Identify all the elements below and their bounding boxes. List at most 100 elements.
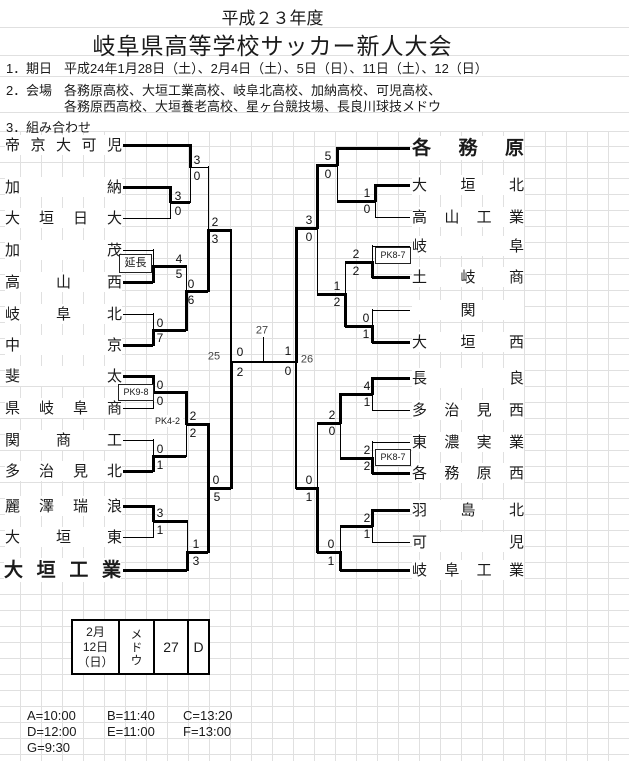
match-score: 3 bbox=[156, 506, 164, 520]
team-name-char: 良 bbox=[508, 369, 524, 387]
bracket-line bbox=[151, 455, 155, 472]
match-score: 1 bbox=[333, 279, 341, 293]
team-name-char: 西 bbox=[508, 464, 524, 482]
bracket-line bbox=[152, 439, 154, 457]
match-number-label: 27 bbox=[255, 324, 269, 337]
bracket-line bbox=[186, 520, 188, 553]
match-score: 0 bbox=[193, 169, 201, 183]
kickoff-time-item: G=9:30 bbox=[27, 740, 71, 755]
team-name-char: 瑞 bbox=[72, 497, 88, 515]
result-annotation: PK8-7 bbox=[375, 449, 411, 466]
match-score: 4 bbox=[175, 252, 183, 266]
bracket-line bbox=[340, 392, 372, 396]
bracket-line bbox=[152, 249, 154, 267]
bracket-line bbox=[208, 486, 231, 490]
team-name-char: 岐 bbox=[460, 268, 476, 286]
bracket-line bbox=[230, 229, 232, 363]
bracket-line bbox=[315, 487, 319, 553]
match-score: 1 bbox=[305, 490, 313, 504]
match-score: 0 bbox=[156, 378, 164, 392]
bracket-line bbox=[370, 377, 374, 395]
team-name-char: 東 bbox=[412, 433, 428, 451]
team-name-char: 浪 bbox=[106, 497, 122, 515]
team-line bbox=[372, 441, 410, 443]
team-name-char: 阜 bbox=[55, 305, 71, 323]
match-score: 5 bbox=[324, 149, 332, 163]
match-score: 1 bbox=[284, 344, 292, 358]
bracket-line bbox=[151, 505, 155, 522]
team-name-char: 業 bbox=[508, 208, 524, 226]
bracket-line bbox=[316, 422, 318, 489]
match-score: 3 bbox=[192, 554, 200, 568]
final-date-cell: 2月 12日 （日） bbox=[73, 621, 118, 673]
team-name-char: 東 bbox=[106, 528, 122, 546]
team-name-char: 各 bbox=[412, 137, 432, 159]
team-line bbox=[123, 568, 187, 572]
team-name: 加納 bbox=[5, 177, 122, 197]
team-name-char: 北 bbox=[508, 501, 524, 519]
final-match-table: 2月 12日 （日） メドウ 27 D bbox=[71, 619, 210, 675]
team-name-char: 納 bbox=[106, 178, 122, 196]
team-name: 帝京大可児 bbox=[5, 135, 122, 155]
team-name-char: 大 bbox=[412, 333, 428, 351]
team-name-char: 業 bbox=[508, 433, 524, 451]
team-name-char: 大 bbox=[5, 528, 21, 546]
team-name-char: 岐 bbox=[412, 237, 428, 255]
bracket-line bbox=[207, 166, 209, 231]
date-text: 平成24年1月28日（土）、2月4日（土）、5日（日）、11日（土）、12（日） bbox=[64, 61, 488, 76]
bracket-line bbox=[184, 391, 188, 425]
match-score: 0 bbox=[156, 394, 164, 408]
team-name-char: 斐 bbox=[5, 367, 21, 385]
venues-line-1: 各務原高校、大垣工業高校、岐阜北高校、加納高校、可児高校、 bbox=[64, 83, 442, 98]
match-score: 0 bbox=[236, 345, 244, 359]
team-name-char: 北 bbox=[106, 305, 122, 323]
bracket-line bbox=[153, 454, 186, 458]
bracket-line bbox=[338, 393, 342, 424]
bracket-line bbox=[229, 361, 233, 489]
header-rule bbox=[0, 27, 629, 28]
team-name: 大垣西 bbox=[412, 332, 524, 352]
team-name-char: 岐 bbox=[38, 399, 54, 417]
team-name: 各務原西 bbox=[412, 463, 524, 483]
team-name-char: 阜 bbox=[508, 237, 524, 255]
bracket-line bbox=[345, 324, 372, 328]
match-number-label: 25 bbox=[207, 350, 221, 363]
bracket-line bbox=[338, 551, 342, 571]
bracket-line bbox=[371, 525, 373, 543]
team-name: 麗澤瑞浪 bbox=[5, 496, 122, 516]
team-line bbox=[123, 313, 153, 315]
match-score: 3 bbox=[211, 232, 219, 246]
team-name-char: 業 bbox=[508, 561, 524, 579]
team-name-char: 岐 bbox=[5, 305, 21, 323]
bracket-line bbox=[152, 313, 154, 331]
bracket-line bbox=[340, 456, 372, 460]
team-line bbox=[375, 216, 410, 218]
section-number-venues: 2． bbox=[6, 83, 27, 98]
match-score: 1 bbox=[363, 395, 371, 409]
team-name-char: 太 bbox=[106, 367, 122, 385]
match-score: 2 bbox=[363, 459, 371, 473]
match-number-label: 26 bbox=[300, 353, 314, 366]
header-rule bbox=[0, 131, 629, 132]
final-date-day: 12日 bbox=[82, 639, 109, 654]
team-name-char: 阜 bbox=[444, 561, 460, 579]
bracket-line bbox=[153, 264, 186, 268]
team-name-char: 多 bbox=[5, 462, 21, 480]
team-name-char: 垣 bbox=[36, 559, 56, 581]
team-name-char: 多 bbox=[412, 401, 428, 419]
bracket-line bbox=[295, 361, 297, 489]
final-time-code-cell: D bbox=[193, 639, 204, 655]
team-name: 大垣東 bbox=[5, 527, 122, 547]
final-venue-cell: メドウ bbox=[129, 627, 143, 667]
match-score: 0 bbox=[156, 442, 164, 456]
bracket-line bbox=[340, 524, 372, 528]
bracket-line bbox=[151, 265, 155, 283]
match-score: 3 bbox=[174, 189, 182, 203]
match-score: 5 bbox=[213, 490, 221, 504]
team-line bbox=[123, 536, 153, 538]
team-name-char: 垣 bbox=[38, 209, 54, 227]
result-annotation: PK4-2 bbox=[152, 415, 183, 427]
match-score: 1 bbox=[192, 537, 200, 551]
team-name-char: 土 bbox=[412, 268, 428, 286]
